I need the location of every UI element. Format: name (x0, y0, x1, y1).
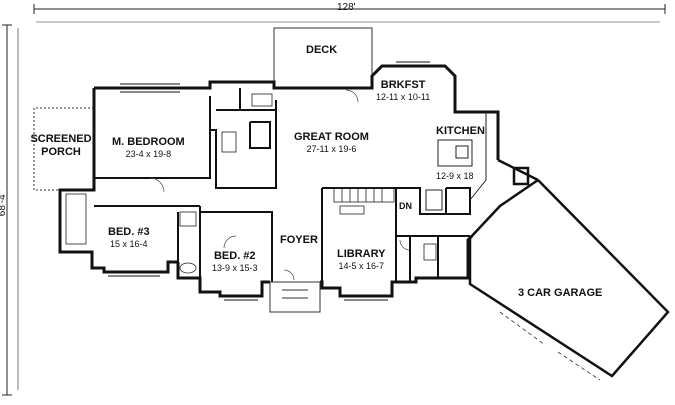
foyer-label: FOYER (280, 234, 318, 247)
brkfst-name: BRKFST (380, 79, 426, 91)
windows (108, 61, 430, 301)
master-bedroom-name: M. BEDROOM (112, 136, 185, 148)
library-name: LIBRARY (337, 248, 386, 260)
garage-walls (468, 158, 670, 378)
depth-dimension: 68'-4" (0, 190, 9, 217)
bed2-name: BED. #2 (213, 250, 256, 262)
great-room-name: GREAT ROOM (294, 131, 369, 143)
kitchen-label: KITCHEN (436, 125, 485, 138)
deck-label: DECK (306, 44, 337, 57)
kitchen-dims-label: 12-9 x 18 (436, 171, 474, 181)
kitchen-name: KITCHEN (436, 125, 485, 137)
deck-outline (273, 27, 373, 88)
stairs (333, 187, 395, 215)
door-swings (149, 89, 411, 281)
garage-doors (499, 311, 601, 381)
master-bedroom-label: M. BEDROOM 23-4 x 19-8 (112, 136, 185, 159)
dimension-lines (2, 4, 666, 396)
screened-porch-label: SCREENED PORCH (30, 133, 92, 158)
deck-name: DECK (306, 44, 338, 56)
bed2-label: BED. #2 13-9 x 15-3 (212, 250, 258, 273)
garage-label: 3 CAR GARAGE (518, 287, 602, 300)
kitchen-fixtures (425, 112, 487, 211)
master-bedroom-dims: 23-4 x 19-8 (125, 148, 172, 159)
stair-dn-label: DN (399, 201, 412, 211)
library-label: LIBRARY 14-5 x 16-7 (337, 248, 385, 271)
exterior-walls (58, 64, 500, 298)
width-dimension: 128' (337, 2, 356, 13)
bed2-dims: 13-9 x 15-3 (212, 262, 258, 273)
great-room-label: GREAT ROOM 27-11 x 19-6 (294, 131, 369, 154)
great-room-dims: 27-11 x 19-6 (306, 143, 357, 154)
garage-name: 3 CAR GARAGE (518, 287, 603, 299)
bed3-name: BED. #3 (108, 226, 150, 238)
front-entry (269, 281, 321, 313)
kitchen-dims: 12-9 x 18 (436, 171, 474, 181)
stair-dn-text: DN (399, 201, 412, 211)
foyer-name: FOYER (280, 234, 318, 246)
library-dims: 14-5 x 16-7 (338, 260, 384, 271)
porch-outline (33, 107, 94, 191)
interior-walls (94, 88, 471, 292)
bath-fixtures (65, 93, 437, 274)
bed3-label: BED. #3 15 x 16-4 (108, 226, 150, 249)
screened-porch-name: SCREENED PORCH (30, 133, 92, 158)
brkfst-dims: 12-11 x 10-11 (376, 91, 431, 102)
brkfst-label: BRKFST 12-11 x 10-11 (376, 79, 430, 102)
bed3-dims: 15 x 16-4 (110, 238, 148, 249)
